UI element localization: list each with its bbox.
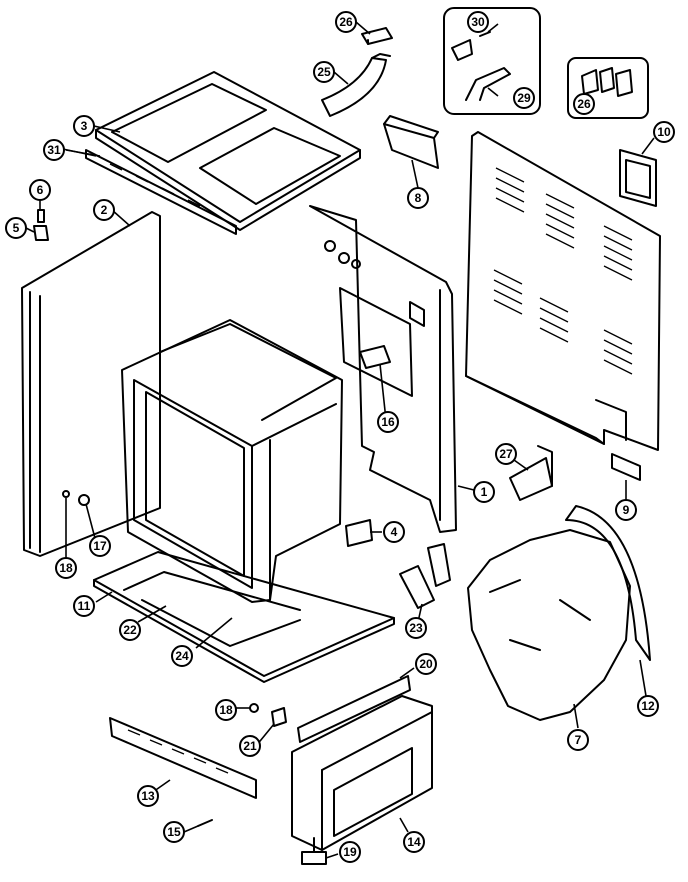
callout-18-mid: 18: [215, 699, 237, 721]
part-18-screw-mid: [249, 703, 259, 713]
svg-text:16: 16: [381, 415, 395, 429]
part-17-screw: [78, 494, 90, 506]
callout-5: 5: [5, 217, 27, 239]
inset-box-28: [567, 57, 649, 119]
svg-text:13: 13: [141, 789, 155, 803]
part-20-rail: [297, 675, 411, 743]
callout-13: 13: [137, 785, 159, 807]
part-27-bracket: [509, 445, 553, 501]
part-12-seal: [565, 505, 651, 661]
part-19-leveler: [301, 837, 327, 865]
part-9-bracket: [611, 453, 641, 481]
svg-text:3: 3: [81, 119, 88, 133]
part-3-top-frame: [95, 71, 361, 231]
svg-text:12: 12: [641, 699, 655, 713]
callout-14: 14: [403, 831, 425, 853]
svg-text:29: 29: [517, 91, 531, 105]
part-10-bracket: [619, 149, 657, 207]
svg-text:15: 15: [167, 825, 181, 839]
callout-26-inset: 26: [573, 93, 595, 115]
callout-23: 23: [405, 617, 427, 639]
svg-text:31: 31: [47, 143, 61, 157]
callout-9: 9: [615, 499, 637, 521]
svg-text:6: 6: [37, 183, 44, 197]
callout-19: 19: [339, 841, 361, 863]
svg-text:11: 11: [78, 599, 91, 613]
callout-26-top: 26: [335, 11, 357, 33]
callout-7: 7: [567, 729, 589, 751]
callout-24: 24: [171, 645, 193, 667]
part-26-clip-top: [361, 27, 393, 45]
back-panel: [465, 131, 661, 451]
svg-text:22: 22: [123, 623, 137, 637]
part-6-screw: [37, 209, 45, 223]
part-5-clip: [33, 225, 49, 241]
svg-text:30: 30: [471, 15, 485, 29]
svg-text:14: 14: [407, 835, 421, 849]
callout-20: 20: [415, 653, 437, 675]
part-31-strip: [85, 149, 237, 235]
part-14-drawer-base: [291, 695, 433, 851]
svg-text:4: 4: [391, 525, 398, 539]
callout-27: 27: [495, 443, 517, 465]
part-2-side-panel: [21, 211, 161, 557]
svg-text:2: 2: [101, 203, 108, 217]
svg-text:7: 7: [575, 733, 582, 747]
part-15-screw: [197, 819, 213, 827]
callout-4: 4: [383, 521, 405, 543]
svg-text:10: 10: [657, 125, 671, 139]
callout-30: 30: [467, 11, 489, 33]
part-21-clip: [271, 707, 287, 727]
leader-lines: [25, 21, 655, 859]
part-13-kick-plate: [109, 717, 257, 799]
svg-text:8: 8: [415, 191, 422, 205]
svg-text:27: 27: [499, 447, 513, 461]
part-7-insulation: [467, 529, 631, 721]
svg-text:25: 25: [317, 65, 331, 79]
svg-text:18: 18: [219, 703, 233, 717]
svg-text:26: 26: [577, 97, 591, 111]
callout-12: 12: [637, 695, 659, 717]
callout-2: 2: [93, 199, 115, 221]
part-1-rear-panel: [309, 205, 457, 533]
callout-21: 21: [239, 735, 261, 757]
svg-text:5: 5: [13, 221, 20, 235]
callout-15: 15: [163, 821, 185, 843]
callout-18-left: 18: [55, 557, 77, 579]
svg-text:9: 9: [623, 503, 630, 517]
callout-3: 3: [73, 115, 95, 137]
callout-8: 8: [407, 187, 429, 209]
callout-16: 16: [377, 411, 399, 433]
callout-25: 25: [313, 61, 335, 83]
callout-10: 10: [653, 121, 675, 143]
part-25-bracket: [321, 53, 391, 117]
oven-cavity: [121, 319, 343, 603]
callout-31: 31: [43, 139, 65, 161]
svg-text:23: 23: [409, 621, 423, 635]
inset-box-29-30: [443, 7, 541, 115]
part-18-screw-left: [62, 490, 70, 498]
callout-29: 29: [513, 87, 535, 109]
callout-11: 11: [73, 595, 95, 617]
svg-text:17: 17: [93, 539, 107, 553]
part-11-bottom-pan: [93, 551, 395, 683]
svg-text:1: 1: [481, 485, 488, 499]
callout-22: 22: [119, 619, 141, 641]
svg-text:18: 18: [59, 561, 73, 575]
part-16-bracket: [359, 345, 391, 369]
part-4-bracket: [345, 519, 373, 547]
part-8-trim: [383, 115, 439, 169]
svg-text:21: 21: [243, 739, 257, 753]
callout-6: 6: [29, 179, 51, 201]
svg-text:20: 20: [419, 657, 433, 671]
part-23-hinge: [399, 543, 451, 609]
callout-1: 1: [473, 481, 495, 503]
svg-text:19: 19: [343, 845, 357, 859]
callout-17: 17: [89, 535, 111, 557]
svg-text:26: 26: [339, 15, 353, 29]
svg-text:24: 24: [175, 649, 189, 663]
